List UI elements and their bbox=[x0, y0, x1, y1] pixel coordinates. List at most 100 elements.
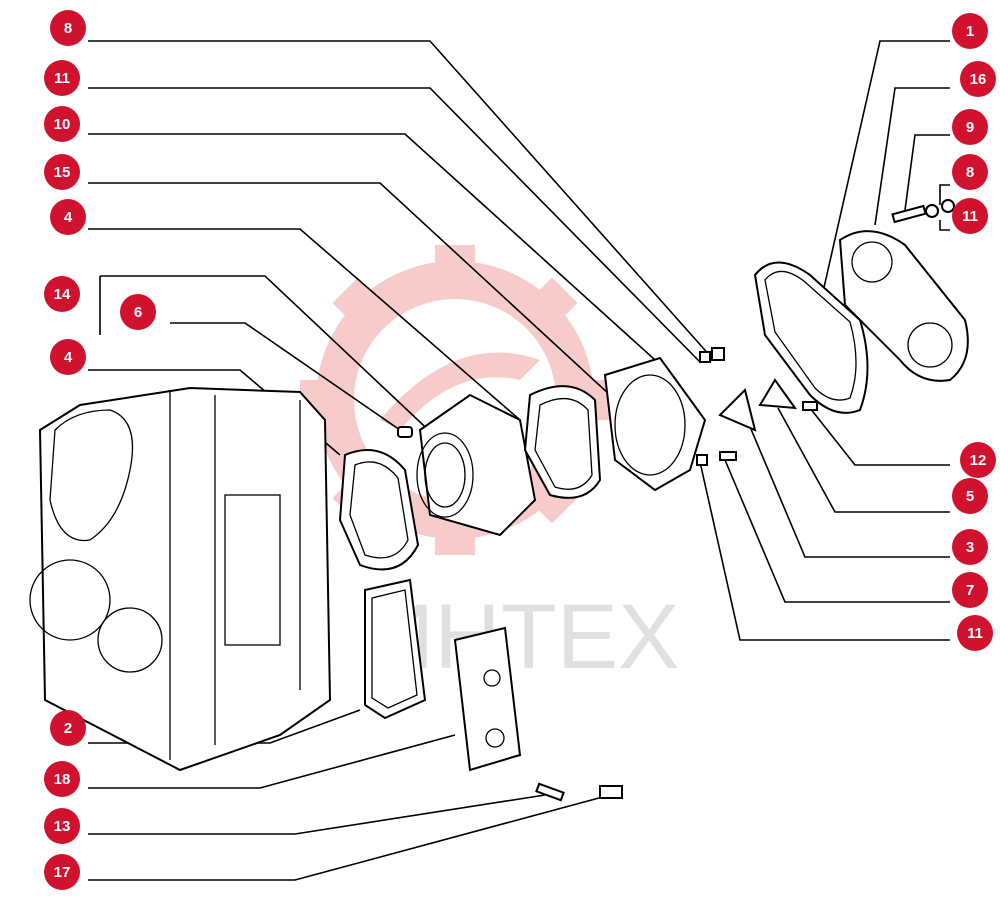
plate-5 bbox=[758, 378, 798, 410]
nut-11-right bbox=[941, 199, 955, 213]
callout-11-right[interactable]: 11 bbox=[952, 198, 988, 234]
badge-circle bbox=[44, 808, 80, 844]
badge-circle bbox=[120, 294, 156, 330]
plate-3 bbox=[718, 388, 757, 432]
gasket-4-top bbox=[523, 385, 602, 499]
callout-label: 11 bbox=[54, 70, 70, 87]
flange-15 bbox=[603, 356, 707, 492]
gearbox-housing bbox=[29, 386, 332, 772]
pin-6 bbox=[397, 426, 413, 438]
callout-label: 7 bbox=[966, 582, 974, 599]
callout-14[interactable]: 14 bbox=[44, 276, 80, 312]
leader-13 bbox=[88, 794, 546, 835]
washer-8 bbox=[711, 347, 725, 361]
callout-label: 9 bbox=[966, 119, 974, 136]
cover-16 bbox=[838, 230, 969, 382]
badge-circle bbox=[44, 106, 80, 142]
callout-6[interactable]: 6 bbox=[120, 294, 156, 330]
badge-circle bbox=[957, 615, 993, 651]
leader-8-right bbox=[939, 184, 950, 205]
leader-lines bbox=[88, 40, 950, 881]
badge-circle bbox=[960, 442, 996, 478]
callout-1[interactable]: 1 bbox=[952, 13, 988, 49]
cover-18 bbox=[453, 626, 522, 772]
leader-16 bbox=[874, 87, 950, 226]
badge-circle bbox=[960, 61, 996, 97]
callout-label: 2 bbox=[64, 720, 72, 737]
leader-4-top bbox=[88, 228, 521, 421]
badge-circle bbox=[44, 761, 80, 797]
callout-18[interactable]: 18 bbox=[44, 761, 80, 797]
callout-label: 15 bbox=[54, 164, 71, 181]
callout-label: 13 bbox=[54, 818, 71, 835]
leader-11-top bbox=[88, 87, 701, 363]
badge-circle bbox=[952, 529, 988, 565]
leader-14 bbox=[100, 275, 456, 456]
callout-label: 6 bbox=[134, 304, 142, 321]
callout-16[interactable]: 16 bbox=[960, 61, 996, 97]
leader-11-bottom bbox=[699, 461, 950, 641]
badge-circle bbox=[50, 339, 86, 375]
callout-7[interactable]: 7 bbox=[952, 572, 988, 608]
screw-12 bbox=[802, 401, 818, 411]
badge-circle bbox=[44, 60, 80, 96]
callout-13[interactable]: 13 bbox=[44, 808, 80, 844]
callout-label: 10 bbox=[54, 116, 71, 133]
badge-circle bbox=[952, 572, 988, 608]
callout-2[interactable]: 2 bbox=[50, 710, 86, 746]
callout-4-top[interactable]: 4 bbox=[50, 199, 86, 235]
callout-label: 11 bbox=[962, 208, 978, 225]
callout-12[interactable]: 12 bbox=[960, 442, 996, 478]
badge-circle bbox=[952, 13, 988, 49]
badge-circle bbox=[50, 199, 86, 235]
callout-label: 3 bbox=[966, 539, 974, 556]
callout-label: 5 bbox=[966, 488, 974, 505]
washer-8-right bbox=[925, 204, 939, 218]
badge-circle bbox=[50, 710, 86, 746]
gasket-1 bbox=[753, 261, 869, 414]
callout-label: 18 bbox=[54, 771, 71, 788]
callout-5[interactable]: 5 bbox=[952, 478, 988, 514]
callout-4-mid[interactable]: 4 bbox=[50, 339, 86, 375]
badge-circle bbox=[952, 478, 988, 514]
leader-5 bbox=[777, 407, 950, 513]
leader-7 bbox=[724, 459, 950, 603]
badge-circle bbox=[50, 10, 86, 46]
leader-1 bbox=[819, 40, 950, 306]
callout-11-bottom[interactable]: 11 bbox=[957, 615, 993, 651]
callout-3[interactable]: 3 bbox=[952, 529, 988, 565]
badge-circle bbox=[44, 276, 80, 312]
bolt-9 bbox=[891, 204, 927, 224]
leader-17 bbox=[88, 794, 611, 881]
callout-8-top[interactable]: 8 bbox=[50, 10, 86, 46]
parts bbox=[29, 199, 969, 802]
badge-circle bbox=[952, 154, 988, 190]
leader-18 bbox=[88, 734, 456, 789]
leader-10 bbox=[88, 133, 676, 379]
callout-label: 16 bbox=[970, 71, 987, 88]
callout-9[interactable]: 9 bbox=[952, 109, 988, 145]
callout-8-right[interactable]: 8 bbox=[952, 154, 988, 190]
callout-label: 8 bbox=[966, 164, 974, 181]
callout-label: 1 bbox=[966, 23, 974, 40]
callout-label: 17 bbox=[54, 864, 71, 881]
nut-11 bbox=[699, 351, 711, 363]
leader-9 bbox=[904, 134, 950, 211]
gasket-4 bbox=[338, 449, 420, 571]
callout-label: 14 bbox=[54, 286, 71, 303]
bolt-13 bbox=[535, 782, 565, 802]
callout-label: 4 bbox=[64, 209, 73, 226]
callout-17[interactable]: 17 bbox=[44, 854, 80, 890]
fasteners-upper bbox=[696, 347, 737, 466]
callout-10[interactable]: 10 bbox=[44, 106, 80, 142]
badge-circle bbox=[44, 854, 80, 890]
callout-label: 8 bbox=[64, 20, 72, 37]
leader-11-right bbox=[939, 220, 950, 231]
badge-circle bbox=[952, 109, 988, 145]
leader-6 bbox=[170, 322, 401, 431]
gasket-2 bbox=[364, 578, 427, 720]
callout-15[interactable]: 15 bbox=[44, 154, 80, 190]
callouts: 8 11 10 15 4 14 6 4 bbox=[44, 10, 996, 890]
callout-11-top[interactable]: 11 bbox=[44, 60, 80, 96]
